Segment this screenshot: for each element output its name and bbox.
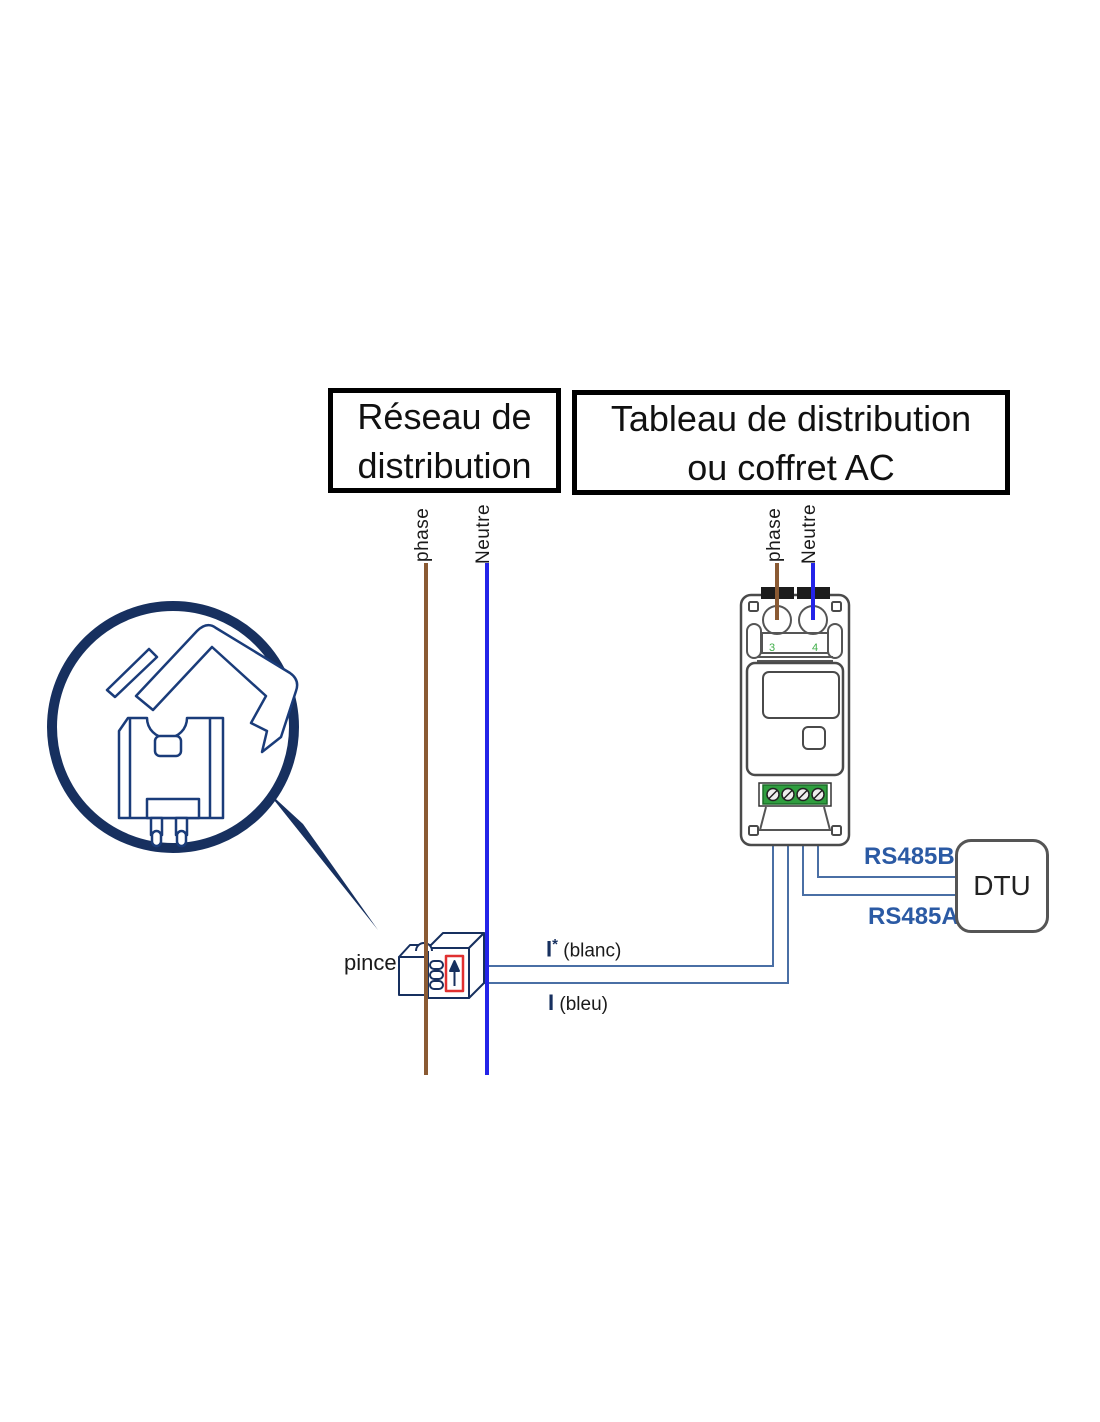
terminal-block <box>762 784 828 805</box>
network-title-line2: distribution <box>357 444 532 486</box>
current-white-wire <box>469 805 774 967</box>
panel-title-line2: ou coffret AC <box>687 446 895 488</box>
current-white-star: * <box>552 936 558 953</box>
current-white-name: (blanc) <box>563 940 622 962</box>
clamp-spring-loop <box>429 960 444 970</box>
signal-wires <box>469 805 955 984</box>
panel-title-box: Tableau de distribution ou coffret AC <box>572 390 1010 495</box>
clamp-left-front-face <box>398 956 429 996</box>
current-blue-wire <box>469 805 789 984</box>
rs485a-label: RS485A <box>868 903 959 930</box>
energy-meter-icon: 3 4 <box>739 563 851 847</box>
current-white-symbol: I <box>546 936 553 962</box>
clamp-pin-tip <box>150 829 163 848</box>
network-title-box: Réseau de distribution <box>328 388 561 493</box>
meter-display <box>762 671 840 719</box>
current-blue-name: (bleu) <box>559 994 608 1015</box>
clamp-body-tab <box>153 734 183 758</box>
meter-neck <box>746 623 843 662</box>
clamp-zoom-callout <box>47 601 378 930</box>
clamp-spring-loop <box>429 980 444 990</box>
terminal-number-4: 4 <box>812 642 818 654</box>
current-blue-label: I (bleu) <box>548 990 608 1016</box>
meter-bottom-bracket <box>758 806 832 831</box>
dtu-box: DTU <box>955 839 1049 933</box>
terminal-screws <box>766 787 825 802</box>
terminal-number-3: 3 <box>769 642 775 654</box>
clamp-lever <box>105 647 159 699</box>
current-white-label: I* (blanc) <box>546 936 621 962</box>
ct-clamp-icon <box>398 932 485 999</box>
panel-title-line1: Tableau de distribution <box>610 397 972 439</box>
pince-label: pince <box>344 950 397 975</box>
clamp-base-block <box>145 797 201 820</box>
rs485b-label: RS485B <box>864 843 955 870</box>
dtu-label: DTU <box>973 870 1031 901</box>
callout-pointer-icon <box>266 790 378 930</box>
current-blue-symbol: I <box>548 990 555 1015</box>
network-title-line1: Réseau de <box>357 395 532 437</box>
clamp-illustration <box>105 623 299 848</box>
meter-corner-holes <box>748 601 842 836</box>
clamp-pin-tip <box>175 829 188 848</box>
clamp-arrow-head <box>449 960 460 972</box>
clamp-jaw <box>134 623 299 754</box>
clamp-spring-loop <box>429 970 444 980</box>
meter-button <box>802 726 826 750</box>
